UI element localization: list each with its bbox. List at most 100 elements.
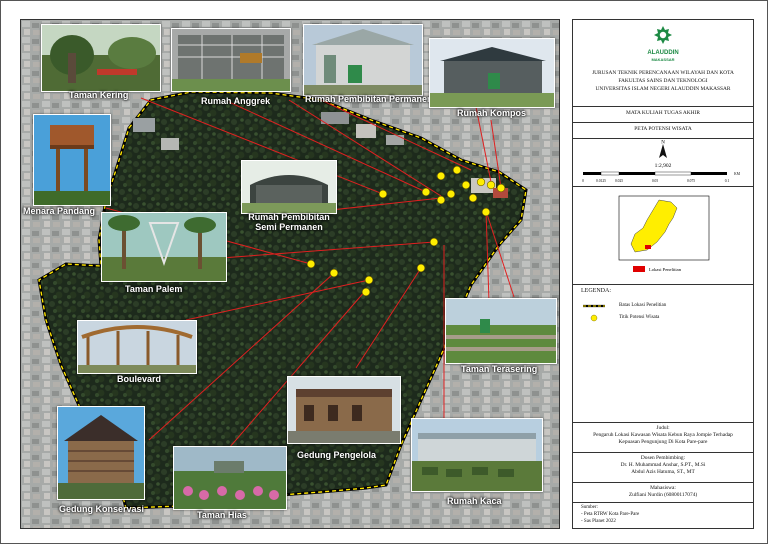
tourism-point — [486, 180, 496, 190]
photo-rumah-anggrek — [171, 28, 291, 92]
legend-item-label: Batas Lokasi Penelitian — [619, 303, 667, 308]
scale-tick: 0 — [582, 179, 584, 183]
scale-tick: 0.025 — [615, 179, 623, 183]
photo-gedung-konservasi — [57, 406, 145, 500]
scale-ratio: 1:2,902 — [655, 163, 672, 169]
tourism-point — [378, 189, 388, 199]
photo-rumah-kaca — [411, 418, 543, 492]
photo-label: Rumah Anggrek — [201, 96, 271, 106]
photo-rumah-pembibitan-semi-permanen — [241, 160, 337, 214]
student-box: Mahasiswa: Zulfiani Nurdin (60800117074) — [573, 482, 753, 503]
photo-rumah-kompos — [429, 38, 555, 108]
institution-line: FAKULTAS SAINS DAN TEKNOLOGI — [618, 78, 708, 84]
photo-label: Taman Kering — [69, 90, 129, 100]
map-title: PETA POTENSI WISATA — [573, 122, 753, 139]
dosen-name: Dr. H. Muhammad Anshar, S.PT., M.Si — [620, 462, 706, 468]
photo-label: Rumah Pembibitan Semi Permanen — [239, 212, 339, 232]
scale-graphic: N 1:2,902 0 0.0125 0.025 0.05 0.075 0.1 … — [582, 141, 741, 184]
photo-label: Boulevard — [117, 374, 162, 384]
title-box: Judul: Pengaruh Lokasi Kawasan Wisata Ke… — [573, 422, 753, 453]
tourism-point — [481, 207, 491, 217]
scale-box: N 1:2,902 0 0.0125 0.025 0.05 0.075 0.1 … — [573, 138, 753, 187]
photo-label: Rumah Kaca — [447, 496, 502, 506]
tourism-point — [329, 268, 339, 278]
course-title: MATA KULIAH TUGAS AKHIR — [573, 106, 753, 123]
judul-title: Judul: — [656, 425, 670, 431]
photo-label: Taman Hias — [197, 510, 247, 520]
institution-line: UNIVERSITAS ISLAM NEGERI ALAUDDIN MAKASS… — [595, 86, 731, 92]
sumber-item: - Sas Planet 2022 — [581, 519, 616, 524]
scale-tick: 0.0125 — [596, 179, 606, 183]
tourism-point — [306, 259, 316, 269]
legend-title: LEGENDA: — [581, 288, 611, 294]
legend-item-label: Titik Potensi Wisata — [619, 315, 660, 320]
photo-taman-terasering — [445, 298, 557, 364]
photo-label: Menara Pandang — [23, 206, 96, 216]
scale-tick: 0.075 — [687, 179, 695, 183]
photo-label: Gedung Pengelola — [297, 450, 377, 460]
photo-gedung-pengelola — [287, 376, 401, 444]
building-roof — [321, 112, 349, 124]
tourism-point — [429, 237, 439, 247]
photo-label: Rumah Kompos — [457, 108, 527, 118]
photo-label-line: Rumah Pembibitan — [248, 212, 330, 222]
inset-map: Lokasi Penelitian — [618, 195, 710, 272]
north-label: N — [661, 141, 665, 146]
building-roof — [133, 118, 155, 132]
supervisor-box: Dosen Pembimbing: Dr. H. Muhammad Anshar… — [573, 452, 753, 483]
photo-menara-pandang — [33, 114, 111, 206]
building-roof — [161, 138, 179, 150]
legend-point-symbol — [590, 314, 598, 322]
university-logo-icon — [654, 26, 672, 44]
sumber-title: Sumber: — [581, 505, 598, 510]
institution-header: ALAUDDIN MAKASSAR JURUSAN TEKNIK PERENCA… — [573, 20, 753, 107]
mahasiswa-name: Zulfiani Nurdin (60800117074) — [628, 492, 698, 498]
scale-unit: KM — [734, 172, 741, 176]
photo-taman-hias — [173, 446, 287, 510]
legend-box: LEGENDA: Batas Lokasi Penelitian Titik P… — [573, 284, 753, 423]
photo-label: Rumah Pembibitan Permanen — [305, 94, 433, 104]
photo-boulevard — [77, 320, 197, 374]
inset-study-site — [645, 245, 651, 249]
inset-region — [630, 199, 678, 253]
course-text: MATA KULIAH TUGAS AKHIR — [626, 110, 700, 116]
map-title-text: PETA POTENSI WISATA — [634, 126, 692, 132]
building-roof — [493, 188, 508, 198]
tourism-point — [476, 177, 486, 187]
dosen-name: Abdul Azis Hatuma, ST., MT — [631, 469, 695, 475]
tourism-point — [452, 165, 462, 175]
building-roof — [386, 135, 404, 145]
photo-taman-palem — [101, 212, 227, 282]
inset-legend-label: Lokasi Penelitian — [649, 267, 682, 272]
scale-tick: 0.1 — [725, 179, 730, 183]
source-box: Sumber: - Peta RTRW Kota Pare-Pare - Sas… — [573, 502, 753, 528]
judul-text: Pengaruh Lokasi Kawasan Wisata Kebun Ray… — [593, 432, 733, 445]
north-arrow-icon — [659, 144, 667, 158]
tourism-point — [421, 187, 431, 197]
study-area-boundary — [38, 91, 527, 509]
tourism-point — [364, 275, 374, 285]
photo-label: Taman Palem — [125, 284, 183, 294]
map-info-panel: ALAUDDIN MAKASSAR JURUSAN TEKNIK PERENCA… — [572, 19, 754, 529]
logo-text: ALAUDDIN — [647, 50, 679, 56]
institution-line: JURUSAN TEKNIK PERENCANAAN WILAYAH DAN K… — [592, 70, 734, 76]
photo-label: Gedung Konservasi — [59, 504, 145, 514]
leader-lines — [105, 97, 515, 449]
tourism-points — [306, 165, 506, 297]
dosen-title: Dosen Pembimbing: — [640, 455, 686, 461]
tourism-point — [496, 183, 506, 193]
legend-symbols — [583, 304, 605, 322]
photo-label: Taman Terasering — [461, 364, 538, 374]
photo-label-line: Semi Permanen — [255, 222, 323, 232]
tourism-point — [436, 195, 446, 205]
map-frame: Taman Kering Rumah Anggrek Rumah Pembibi… — [20, 19, 560, 529]
tourism-point — [416, 263, 426, 273]
logo-subtext: MAKASSAR — [651, 57, 675, 62]
building-roof — [356, 124, 376, 138]
photo-rumah-pembibitan-permanen — [303, 24, 423, 96]
tourism-point — [446, 189, 456, 199]
mahasiswa-title: Mahasiswa: — [650, 485, 676, 491]
tourism-point — [361, 287, 371, 297]
tourism-point — [461, 180, 471, 190]
